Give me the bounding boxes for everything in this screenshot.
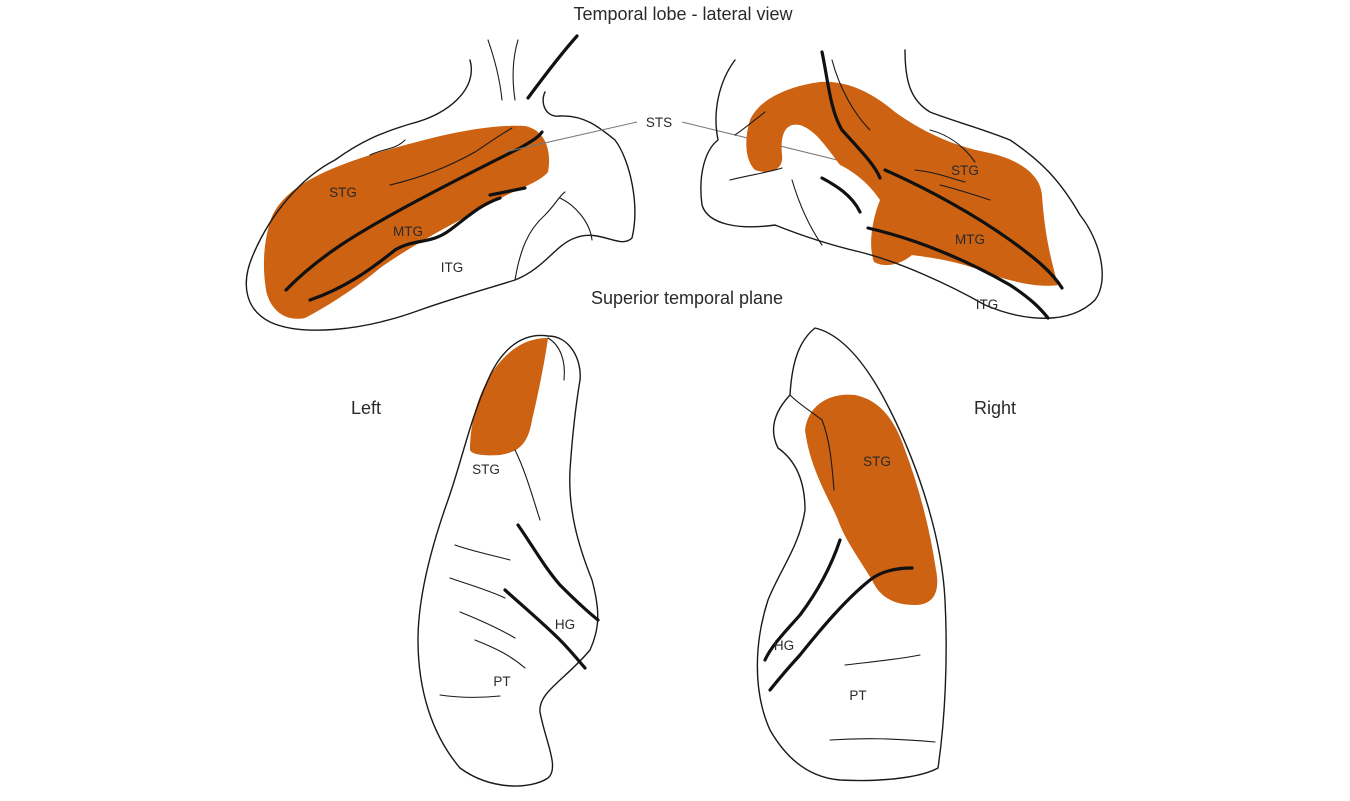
left-lateral-contour — [487, 39, 503, 101]
right-lateral-contour — [791, 179, 823, 246]
left-plane-sulcus — [516, 523, 600, 622]
left-plane-outline — [417, 334, 599, 787]
right-plane-contour — [789, 394, 823, 421]
left-lateral-contour — [559, 197, 593, 241]
right-lateral-view: STG MTG ITG — [700, 49, 1103, 320]
left-lateral-sulcus — [488, 186, 527, 197]
left-lateral-sulcus — [284, 130, 544, 292]
right-plane-highlight — [805, 394, 938, 605]
label-stg-right-plane: STG — [863, 454, 891, 469]
left-lateral-view: STG MTG ITG — [245, 34, 636, 331]
left-superior-plane: STG HG PT — [417, 334, 600, 787]
left-lateral-contour — [369, 139, 406, 156]
right-lateral-sulcus — [883, 168, 1064, 290]
right-plane-outline — [756, 327, 947, 782]
left-lateral-sulcus — [526, 34, 579, 100]
left-lateral-sulcus — [389, 127, 513, 186]
sts-leader-line-left — [504, 121, 638, 153]
left-plane-contour — [547, 337, 565, 381]
label-pt-left-plane: PT — [493, 674, 510, 689]
left-plane-contour — [454, 544, 511, 561]
label-stg-left-lateral: STG — [329, 185, 357, 200]
label-itg-right-lateral: ITG — [976, 297, 999, 312]
left-lateral-sulcus — [308, 196, 502, 302]
label-hg-right-plane: HG — [774, 638, 794, 653]
label-itg-left-lateral: ITG — [441, 260, 464, 275]
left-lateral-outline — [245, 59, 636, 331]
right-plane-contour — [821, 419, 835, 491]
left-plane-contour — [474, 639, 526, 669]
left-plane-contour — [439, 694, 501, 698]
left-plane-contour — [449, 577, 506, 599]
right-lateral-sulcus — [820, 176, 862, 214]
right-plane-contour — [844, 654, 921, 666]
left-plane-contour — [459, 611, 516, 639]
right-lateral-sulcus — [820, 50, 882, 180]
right-lateral-contour — [929, 129, 976, 163]
left-plane-sulcus — [503, 588, 587, 670]
left-lateral-contour — [514, 191, 566, 281]
right-lateral-outline — [700, 49, 1103, 319]
diagram-subtitle: Superior temporal plane — [591, 288, 783, 308]
right-lateral-contour — [914, 169, 966, 183]
label-mtg-left-lateral: MTG — [393, 224, 423, 239]
right-superior-plane: STG HG PT — [756, 327, 947, 782]
left-lateral-highlight — [263, 125, 550, 319]
right-lateral-sulcus — [831, 59, 871, 131]
label-stg-right-lateral: STG — [951, 163, 979, 178]
right-lateral-highlight — [746, 81, 1058, 286]
label-stg-left-plane: STG — [472, 462, 500, 477]
side-label-left: Left — [351, 398, 381, 418]
label-hg-left-plane: HG — [555, 617, 575, 632]
label-sts: STS — [646, 115, 672, 130]
left-plane-highlight — [470, 338, 548, 456]
right-plane-contour — [829, 738, 936, 743]
right-lateral-contour — [734, 111, 766, 136]
diagram-title: Temporal lobe - lateral view — [573, 4, 793, 24]
right-plane-sulcus — [768, 566, 914, 692]
label-pt-right-plane: PT — [849, 688, 866, 703]
right-lateral-contour — [729, 167, 783, 181]
label-mtg-right-lateral: MTG — [955, 232, 985, 247]
right-plane-sulcus — [763, 538, 842, 662]
left-lateral-contour — [512, 39, 519, 101]
right-lateral-contour — [939, 184, 991, 201]
side-label-right: Right — [974, 398, 1016, 418]
left-plane-contour — [514, 449, 541, 521]
right-lateral-sulcus — [866, 226, 1050, 320]
